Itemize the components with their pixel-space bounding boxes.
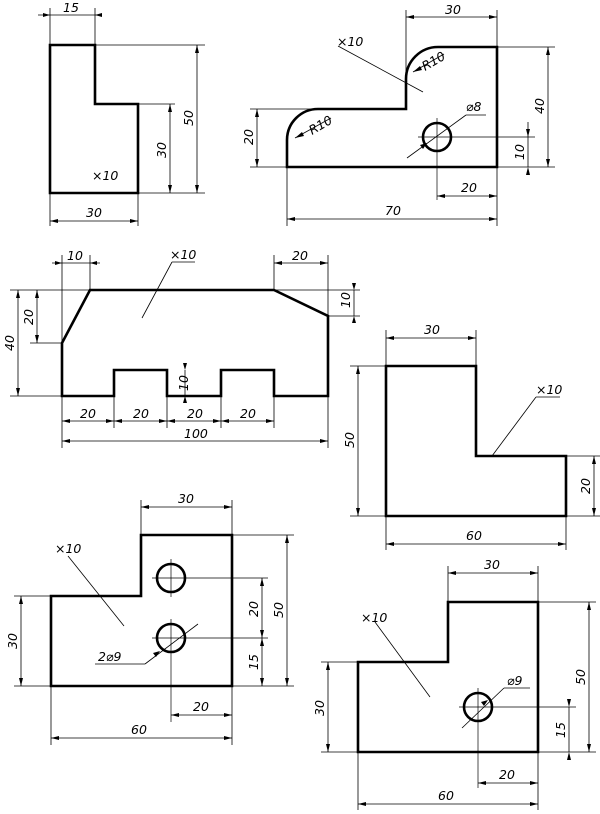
part-5-dim-15: 15 <box>246 654 261 670</box>
part-5-dim-30-top: 30 <box>178 491 194 506</box>
part-5-centerlines <box>152 559 268 722</box>
part-2-arrows <box>255 15 550 221</box>
part-6-dim-30-left: 30 <box>312 700 327 716</box>
part-3-dim-20-a: 20 <box>80 406 96 421</box>
part-1-dim-15: 15 <box>63 0 79 15</box>
part-4-dim-60: 60 <box>466 528 482 543</box>
part-5-thickness: ×10 <box>55 541 81 556</box>
part-5-dim-20-right: 20 <box>246 601 261 617</box>
part-3: 10 20 20 10 40 10 20 20 20 20 100 ×10 <box>2 247 360 448</box>
part-1-dim-30-vertical: 30 <box>154 142 169 158</box>
part-2-hole-diameter: ⌀8 <box>466 99 482 114</box>
part-3-dim-40: 40 <box>2 335 17 351</box>
part-2-thickness: ×10 <box>337 34 363 49</box>
part-5-arrows <box>19 505 289 740</box>
part-6-hole-diameter: ⌀9 <box>507 673 523 688</box>
part-6-dim-15: 15 <box>553 722 568 738</box>
part-3-dim-100: 100 <box>184 426 208 441</box>
part-4-thickness: ×10 <box>536 382 562 397</box>
part-4-dim-50: 50 <box>342 432 357 448</box>
part-1-dim-30-horizontal: 30 <box>86 205 102 220</box>
part-6-centerlines <box>459 688 576 788</box>
part-2: ×10 30 R10 R10 ⌀8 40 20 10 20 70 <box>241 2 555 226</box>
part-6-dimension-lines <box>321 566 596 810</box>
part-2-radius-lower: R10 <box>306 112 335 137</box>
part-2-dim-20-bottom: 20 <box>461 180 477 195</box>
part-2-dim-20-left: 20 <box>241 129 256 145</box>
part-6-dim-20: 20 <box>499 767 515 782</box>
part-3-dim-20-d: 20 <box>240 406 256 421</box>
part-6-arrows <box>326 571 591 806</box>
part-3-arrows <box>16 261 356 443</box>
part-6-thickness: ×10 <box>361 610 387 625</box>
part-5: ×10 2⌀9 30 30 20 50 15 20 60 <box>5 491 294 745</box>
part-1-arrows <box>43 13 199 223</box>
part-4-dim-30: 30 <box>424 322 440 337</box>
part-2-dim-30: 30 <box>445 2 461 17</box>
part-1-dim-50: 50 <box>181 110 196 126</box>
part-4-dim-20: 20 <box>578 478 593 494</box>
part-2-radius-upper: R10 <box>419 48 448 73</box>
part-4: 30 50 20 60 ×10 <box>342 322 600 550</box>
part-2-dim-70: 70 <box>385 203 401 218</box>
part-3-dim-20-b: 20 <box>133 406 149 421</box>
part-4-dimension-lines <box>350 330 600 550</box>
part-5-dim-20-bottom: 20 <box>193 699 209 714</box>
part-4-arrows <box>356 336 596 546</box>
part-6-dim-60: 60 <box>438 788 454 803</box>
part-3-dim-20-c: 20 <box>187 406 203 421</box>
part-3-dim-20-left: 20 <box>21 309 36 325</box>
part-5-dim-30-left: 30 <box>5 633 20 649</box>
part-3-dimension-lines <box>10 255 360 448</box>
part-1-extension-lines <box>38 8 205 226</box>
part-6-dim-30-top: 30 <box>484 557 500 572</box>
part-1-thickness: ×10 <box>92 168 118 183</box>
part-3-dim-20-top: 20 <box>292 248 308 263</box>
part-3-dim-10-top: 10 <box>67 248 83 263</box>
part-3-dim-10-slot: 10 <box>176 375 191 391</box>
part-1: 15 50 30 30 ×10 <box>38 0 205 226</box>
part-5-dimension-lines <box>14 500 294 745</box>
part-3-thickness: ×10 <box>170 247 196 262</box>
part-6-dim-50: 50 <box>573 669 588 685</box>
part-5-dim-50: 50 <box>271 602 286 618</box>
part-5-holes-label: 2⌀9 <box>98 649 121 664</box>
part-2-dim-10: 10 <box>512 144 527 160</box>
part-2-centerlines <box>418 118 456 200</box>
part-5-dim-60: 60 <box>131 722 147 737</box>
part-6: ×10 ⌀9 30 50 30 15 20 60 <box>312 557 596 810</box>
part-2-dim-40: 40 <box>532 98 547 114</box>
part-2-dimension-lines <box>250 10 555 226</box>
part-3-dim-10-right: 10 <box>338 292 353 308</box>
part-5-outline <box>49 533 234 688</box>
part-3-outline <box>60 288 330 398</box>
